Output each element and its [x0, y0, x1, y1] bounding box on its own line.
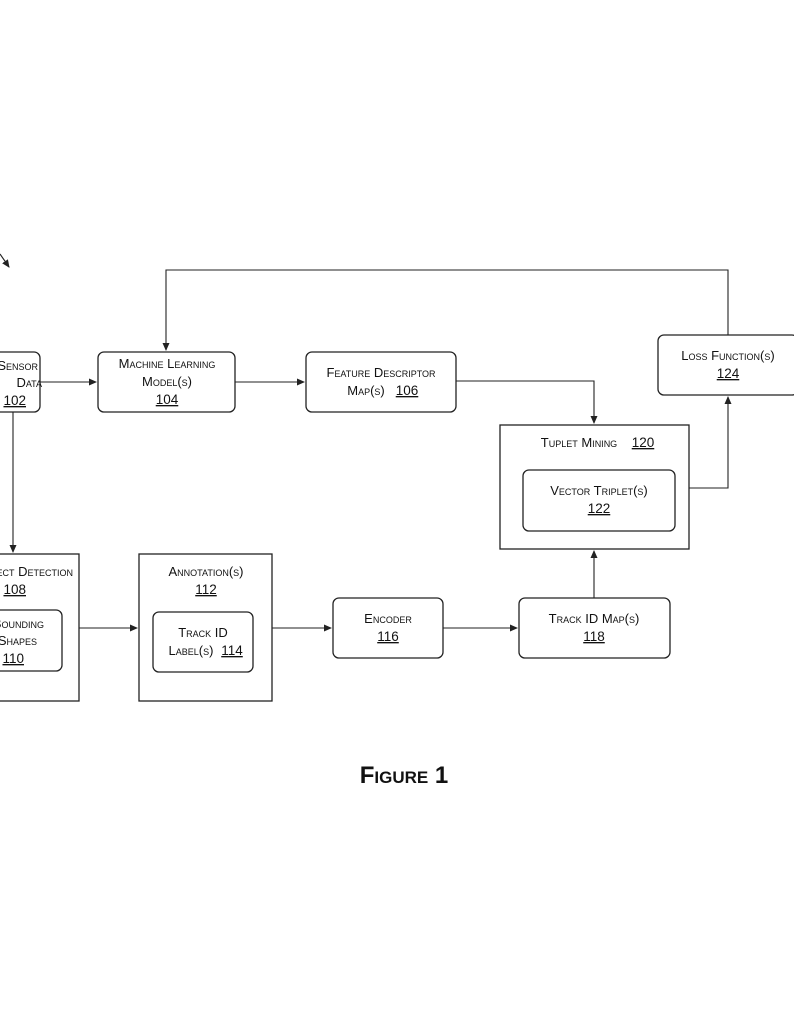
bounding-shapes-label-line2: Shapes	[0, 633, 37, 648]
loss-function-box	[657, 334, 794, 396]
feature-descriptor-map-box	[305, 351, 457, 413]
track-id-label-line2: Label(s)	[169, 643, 214, 658]
bounding-shapes-ref: 110	[2, 651, 24, 666]
arrow-loss-feedback-to-model	[162, 269, 729, 351]
track-id-label-ref: 114	[221, 643, 243, 658]
annotation-ref: 112	[195, 582, 217, 597]
encoder-ref: 116	[377, 629, 399, 644]
loss-function-ref: 124	[717, 366, 740, 381]
track-id-map-label: Track ID Map(s)	[549, 611, 640, 626]
encoder-box	[332, 597, 444, 659]
object-detection-ref: 108	[3, 582, 26, 597]
encoder-label: Encoder	[364, 611, 412, 626]
ml-model-ref: 104	[156, 392, 179, 407]
loss-function-label: Loss Function(s)	[681, 348, 774, 363]
sensor-data-label-line2: Data	[16, 375, 42, 390]
vector-triplet-box	[522, 469, 676, 532]
feature-map-label-line2: Map(s)	[347, 383, 385, 398]
arrow-tuplet-mining-to-loss	[689, 396, 732, 489]
bounding-shapes-label-line1: Bounding	[0, 616, 44, 631]
object-detection-label: Object Detection	[0, 564, 73, 579]
figure-caption: Figure 1	[360, 762, 449, 789]
vector-triplet-ref: 122	[588, 501, 611, 516]
tuplet-mining-ref: 120	[632, 435, 655, 450]
sensor-data-ref: 102	[3, 393, 26, 408]
track-id-map-box	[518, 597, 671, 659]
tuplet-mining-label: Tuplet Mining	[541, 435, 617, 450]
feature-map-ref: 106	[396, 383, 419, 398]
track-id-label-line1: Track ID	[178, 625, 228, 640]
annotation-label: Annotation(s)	[169, 564, 244, 579]
reference-pointer-arrow	[0, 253, 10, 268]
vector-triplet-label: Vector Triplet(s)	[550, 483, 648, 498]
track-id-map-ref: 118	[583, 629, 605, 644]
bounding-shapes-box	[0, 609, 63, 672]
ml-model-label-line1: Machine Learning	[119, 356, 216, 371]
feature-map-label-line1: Feature Descriptor	[326, 365, 436, 380]
ml-model-label-line2: Model(s)	[142, 374, 192, 389]
sensor-data-label-line1: Sensor	[0, 358, 38, 373]
arrow-feature-map-to-tuplet-mining	[456, 380, 598, 424]
track-id-label-box	[152, 611, 254, 673]
